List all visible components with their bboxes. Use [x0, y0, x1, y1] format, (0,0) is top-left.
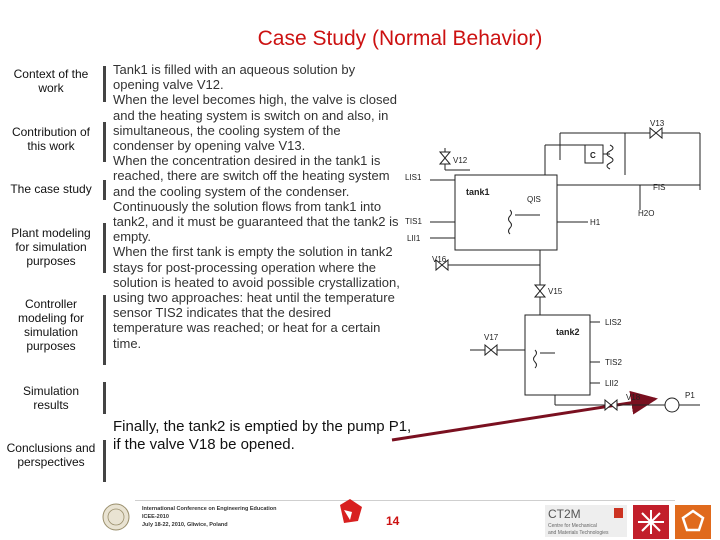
- conference-info: International Conference on Engineering …: [142, 505, 276, 529]
- conference-date-location: July 18-22, 2010, Gliwice, Poland: [142, 522, 228, 528]
- label-qis: QIS: [527, 195, 541, 204]
- label-tis1: TIS1: [405, 217, 422, 226]
- university-seal-icon: [102, 503, 130, 531]
- paragraph-concentration: When the concentration desired in the ta…: [113, 153, 390, 199]
- conference-id: ICEE-2010: [142, 514, 169, 520]
- ct2m-logo-icon: CT2M Centre for Mechanical and Materials…: [545, 505, 627, 537]
- label-v13: V13: [650, 119, 665, 128]
- paragraph-heating: When the level becomes high, the valve i…: [113, 92, 397, 154]
- label-lii2: LII2: [605, 379, 619, 388]
- sidebar-item-contribution[interactable]: Contribution of this work: [11, 125, 91, 153]
- label-v12: V12: [453, 156, 468, 165]
- conference-emblem-icon: [340, 499, 362, 523]
- conference-name: International Conference on Engineering …: [142, 506, 277, 512]
- label-condenser: C: [590, 151, 596, 160]
- sidebar-item-controller-modeling[interactable]: Controller modeling for simulation purpo…: [17, 297, 85, 353]
- sidebar-item-context[interactable]: Context of the work: [13, 67, 89, 95]
- svg-text:Centre for Mechanical: Centre for Mechanical: [548, 523, 597, 529]
- case-study-description: Tank1 is filled with an aqueous solution…: [113, 62, 401, 351]
- slide-title: Case Study (Normal Behavior): [257, 27, 543, 50]
- footer-divider: [135, 500, 675, 501]
- label-v16: V16: [432, 255, 447, 264]
- sidebar-item-plant-modeling[interactable]: Plant modeling for simulation purposes: [11, 226, 91, 268]
- label-lis1: LIS1: [405, 173, 422, 182]
- label-h2o: H2O: [638, 209, 654, 218]
- university-logo-icon: [633, 505, 711, 539]
- sidebar-nav: Context of the work Contribution of this…: [0, 60, 102, 490]
- label-fis: FIS: [653, 183, 665, 192]
- svg-text:CT2M: CT2M: [548, 507, 581, 521]
- sidebar-item-case-study[interactable]: The case study: [10, 182, 92, 196]
- label-v18: V18: [626, 393, 641, 402]
- label-h1: H1: [590, 218, 601, 227]
- label-v15: V15: [548, 287, 563, 296]
- label-tank1: tank1: [466, 187, 490, 197]
- sidebar-item-conclusions[interactable]: Conclusions and perspectives: [6, 441, 96, 469]
- page-number: 14: [386, 514, 400, 528]
- paragraph-flow: Continuously the solution flows from tan…: [113, 198, 399, 245]
- sidebar-item-simulation-results[interactable]: Simulation results: [22, 384, 80, 412]
- label-p1: P1: [685, 391, 695, 400]
- svg-text:and Materials Technologies: and Materials Technologies: [548, 530, 609, 536]
- process-diagram: V13 V12 C LIS1 FIS tank1 QIS H2O TIS1 H1…: [405, 119, 701, 413]
- final-statement: Finally, the tank2 is emptied by the pum…: [113, 418, 412, 453]
- paragraph-filling: Tank1 is filled with an aqueous solution…: [113, 62, 356, 93]
- label-v17: V17: [484, 333, 499, 342]
- label-lis2: LIS2: [605, 318, 622, 327]
- label-tis2: TIS2: [605, 358, 622, 367]
- label-lii1: LII1: [407, 234, 421, 243]
- label-tank2: tank2: [556, 327, 580, 337]
- paragraph-post-processing: When the first tank is empty the solutio…: [113, 244, 400, 351]
